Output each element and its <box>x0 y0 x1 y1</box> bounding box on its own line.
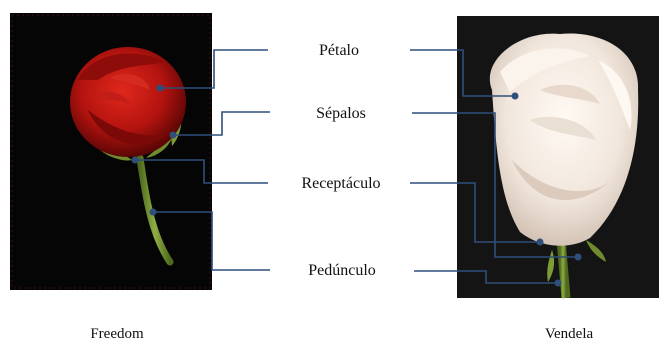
caption-vendela: Vendela <box>545 326 594 342</box>
leader-petal-left <box>160 49 268 89</box>
dot-peduncle-right <box>554 279 562 287</box>
leader-dots-left <box>131 84 177 216</box>
dot-sepals-left <box>169 131 177 139</box>
leader-lines-right <box>410 49 578 284</box>
photo-freedom <box>10 13 212 290</box>
dot-petal-left <box>156 84 164 92</box>
dot-petal-right <box>511 92 519 100</box>
label-receptacle: Receptáculo <box>301 175 380 192</box>
dot-peduncle-left <box>149 208 157 216</box>
leader-receptacle-left <box>135 159 268 184</box>
leader-peduncle-right <box>414 270 558 284</box>
label-sepals: Sépalos <box>316 105 366 122</box>
leader-sepals-right <box>412 112 578 258</box>
leader-receptacle-right <box>410 182 540 243</box>
leader-petal-right <box>410 49 515 97</box>
leader-dots-right <box>511 92 582 287</box>
photo-vendela <box>457 16 659 299</box>
dot-receptacle-right <box>536 238 544 246</box>
dot-sepals-right <box>574 253 582 261</box>
leader-peduncle-left <box>153 211 270 271</box>
part-labels: Pétalo Sépalos Receptáculo Pedúnculo <box>301 42 380 279</box>
caption-freedom: Freedom <box>90 326 144 342</box>
label-petal: Pétalo <box>319 42 359 59</box>
label-peduncle: Pedúnculo <box>308 262 376 279</box>
leader-sepals-left <box>173 111 270 136</box>
captions: Freedom Vendela <box>90 326 593 342</box>
dot-receptacle-left <box>131 156 139 164</box>
leader-lines-left <box>135 49 270 271</box>
